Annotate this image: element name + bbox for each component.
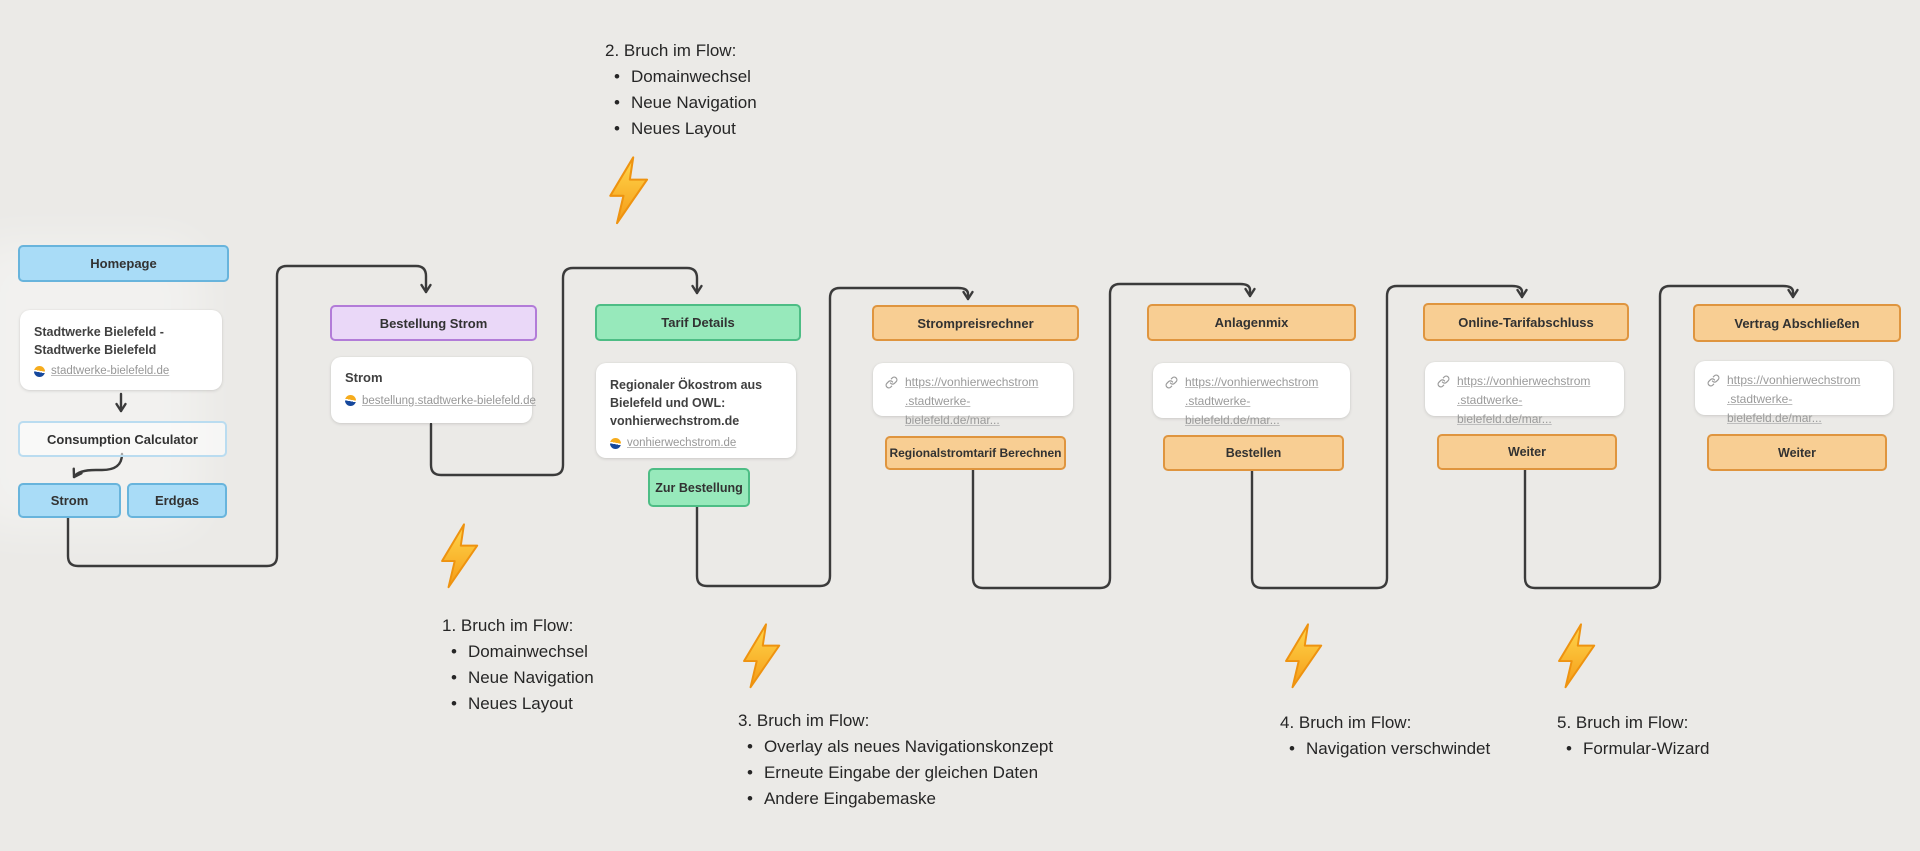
note-break-4: 4. Bruch im Flow: Navigation verschwinde… xyxy=(1280,710,1490,762)
tarif-card-text: Regionaler Ökostrom aus Bielefeld und OW… xyxy=(610,378,763,429)
node-online-tarifabschluss-label: Online-Tarifabschluss xyxy=(1458,314,1594,330)
url-line2[interactable]: .stadtwerke-bielefeld.de/mar... xyxy=(1185,394,1280,428)
node-strompreisrechner-label: Strompreisrechner xyxy=(917,315,1034,331)
note-break-3: 3. Bruch im Flow: Overlay als neues Navi… xyxy=(738,708,1053,812)
lightning-icon xyxy=(1558,623,1596,689)
node-homepage[interactable]: Homepage xyxy=(18,245,229,282)
node-vertrag-abschliessen-label: Vertrag Abschließen xyxy=(1734,315,1860,331)
url-card-strompreisrechner[interactable]: https://vonhierwechstrom .stadtwerke-bie… xyxy=(873,363,1073,427)
zur-bestellung-button-label: Zur Bestellung xyxy=(655,480,743,495)
tarif-favicon-icon xyxy=(610,437,621,449)
lightning-icon xyxy=(1285,623,1323,689)
regionalstromtarif-berechnen-button[interactable]: Regionalstromtarif Berechnen xyxy=(885,436,1066,470)
note-bullet: Domainwechsel xyxy=(467,642,588,661)
site-card-bestellung[interactable]: Strom bestellung.stadtwerke-bielefeld.de xyxy=(331,357,536,423)
weiter-button-vertrag[interactable]: Weiter xyxy=(1707,434,1887,471)
node-online-tarifabschluss[interactable]: Online-Tarifabschluss xyxy=(1423,303,1629,341)
url-line1[interactable]: https://vonhierwechstrom xyxy=(1727,373,1861,387)
node-strom[interactable]: Strom xyxy=(18,483,121,518)
tarif-card-link[interactable]: vonhierwechstrom.de xyxy=(627,437,737,450)
note-title: 5. Bruch im Flow: xyxy=(1557,713,1689,732)
connector-online-to-vertrag xyxy=(1523,284,1799,590)
node-consumption-calculator-label: Consumption Calculator xyxy=(47,431,198,447)
link-icon xyxy=(1437,375,1450,388)
note-break-2: 2. Bruch im Flow: Domainwechsel Neue Nav… xyxy=(605,38,757,142)
node-bestellung-strom[interactable]: Bestellung Strom xyxy=(330,305,537,341)
node-anlagenmix-label: Anlagenmix xyxy=(1214,315,1289,330)
note-bullet: Neues Layout xyxy=(630,119,736,138)
url-line1[interactable]: https://vonhierwechstrom xyxy=(905,375,1039,389)
url-line2[interactable]: .stadtwerke-bielefeld.de/mar... xyxy=(1457,393,1552,427)
note-bullet: Navigation verschwindet xyxy=(1305,739,1491,758)
note-bullet: Overlay als neues Navigationskonzept xyxy=(763,737,1054,756)
node-strompreisrechner[interactable]: Strompreisrechner xyxy=(872,305,1079,341)
note-title: 1. Bruch im Flow: xyxy=(442,616,574,635)
link-icon xyxy=(1165,376,1178,389)
url-line2[interactable]: .stadtwerke-bielefeld.de/mar... xyxy=(1727,392,1822,426)
note-bullet: Erneute Eingabe der gleichen Daten xyxy=(763,763,1039,782)
stadtwerke-favicon-icon xyxy=(34,365,45,377)
note-bullet: Neue Navigation xyxy=(630,93,757,112)
zur-bestellung-button[interactable]: Zur Bestellung xyxy=(648,468,750,507)
weiter-button-online[interactable]: Weiter xyxy=(1437,434,1617,470)
note-break-1: 1. Bruch im Flow: Domainwechsel Neue Nav… xyxy=(442,613,594,717)
weiter-button-label: Weiter xyxy=(1508,445,1546,459)
note-bullet: Neues Layout xyxy=(467,694,573,713)
site-card-title: Stadtwerke Bielefeld - Stadtwerke Bielef… xyxy=(34,325,164,358)
connector-strom-to-bestellung xyxy=(66,264,432,568)
node-homepage-label: Homepage xyxy=(90,256,157,271)
note-title: 3. Bruch im Flow: xyxy=(738,711,870,730)
note-bullet: Neue Navigation xyxy=(467,668,594,687)
node-anlagenmix[interactable]: Anlagenmix xyxy=(1147,304,1356,341)
weiter-button-label: Weiter xyxy=(1778,445,1816,460)
connector-bestellung-to-tarif xyxy=(429,266,703,477)
bestellen-button[interactable]: Bestellen xyxy=(1163,435,1344,471)
node-consumption-calculator[interactable]: Consumption Calculator xyxy=(18,421,227,457)
url-card-vertrag[interactable]: https://vonhierwechstrom .stadtwerke-bie… xyxy=(1695,361,1893,425)
url-line1[interactable]: https://vonhierwechstrom xyxy=(1457,374,1591,388)
bestellung-card-link[interactable]: bestellung.stadtwerke-bielefeld.de xyxy=(362,394,536,407)
note-title: 2. Bruch im Flow: xyxy=(605,41,737,60)
connector-anlagenmix-to-online xyxy=(1250,284,1528,590)
lightning-icon xyxy=(441,523,479,589)
connector-calculator-to-strom xyxy=(72,452,124,479)
note-break-5: 5. Bruch im Flow: Formular-Wizard xyxy=(1557,710,1710,762)
bestellung-card-title: Strom xyxy=(345,370,383,385)
node-strom-label: Strom xyxy=(50,493,89,508)
connector-strompreisrechner-to-anlagenmix xyxy=(971,282,1256,590)
lightning-icon xyxy=(609,156,649,225)
note-bullet: Formular-Wizard xyxy=(1582,739,1710,758)
note-bullet: Domainwechsel xyxy=(630,67,751,86)
url-line2[interactable]: .stadtwerke-bielefeld.de/mar... xyxy=(905,394,1000,428)
note-bullet: Andere Eingabemaske xyxy=(763,789,936,808)
node-erdgas-label: Erdgas xyxy=(154,493,200,508)
node-tarif-details-label: Tarif Details xyxy=(661,315,735,330)
node-vertrag-abschliessen[interactable]: Vertrag Abschließen xyxy=(1693,304,1901,342)
bestellen-button-label: Bestellen xyxy=(1225,446,1282,460)
site-card-stadtwerke[interactable]: Stadtwerke Bielefeld - Stadtwerke Bielef… xyxy=(20,310,222,390)
regionalstromtarif-berechnen-button-label: Regionalstromtarif Berechnen xyxy=(889,446,1062,460)
node-bestellung-strom-label: Bestellung Strom xyxy=(379,315,488,331)
site-card-tarif[interactable]: Regionaler Ökostrom aus Bielefeld und OW… xyxy=(596,363,796,458)
url-card-online-tarifabschluss[interactable]: https://vonhierwechstrom .stadtwerke-bie… xyxy=(1425,362,1624,426)
url-card-anlagenmix[interactable]: https://vonhierwechstrom .stadtwerke-bie… xyxy=(1153,363,1350,427)
link-icon xyxy=(1707,374,1720,387)
site-card-link[interactable]: stadtwerke-bielefeld.de xyxy=(51,365,170,378)
node-erdgas[interactable]: Erdgas xyxy=(127,483,227,518)
connector-tarif-to-strompreisrechner xyxy=(695,286,974,588)
bestellung-favicon-icon xyxy=(345,395,356,407)
note-title: 4. Bruch im Flow: xyxy=(1280,713,1412,732)
url-line1[interactable]: https://vonhierwechstrom xyxy=(1185,375,1319,389)
node-tarif-details[interactable]: Tarif Details xyxy=(595,304,801,341)
link-icon xyxy=(885,376,898,389)
lightning-icon xyxy=(743,623,781,689)
